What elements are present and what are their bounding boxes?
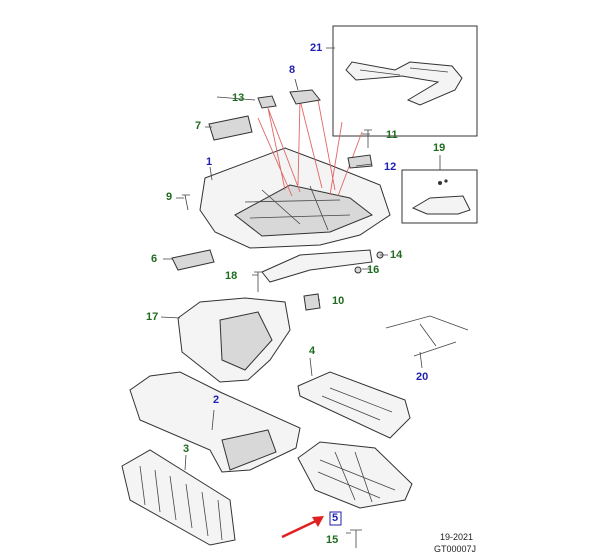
callout-13[interactable]: 13: [232, 92, 245, 104]
part-11-shape: [364, 129, 372, 148]
part-17-housing: [177, 297, 291, 383]
callout-6[interactable]: 6: [151, 253, 158, 265]
callout-20[interactable]: 20: [416, 371, 429, 383]
callout-16[interactable]: 16: [367, 264, 380, 276]
callout-14[interactable]: 14: [390, 249, 403, 261]
part-8-shape: [289, 89, 321, 105]
inset-box-19: [401, 169, 478, 224]
part-9-shape: [182, 194, 190, 211]
part-15-shape: [350, 529, 362, 548]
callout-12[interactable]: 12: [384, 161, 397, 173]
callout-4[interactable]: 4: [309, 345, 316, 357]
callout-19[interactable]: 19: [433, 142, 446, 154]
callout-9[interactable]: 9: [166, 191, 173, 203]
callout-1[interactable]: 1: [206, 156, 213, 168]
seat-frame-part: [199, 147, 391, 249]
part-3-grille: [121, 449, 236, 546]
callout-11[interactable]: 11: [386, 129, 398, 141]
highlight-arrow: [281, 516, 324, 539]
callout-leaders: [160, 47, 441, 534]
part-2-cover: [129, 371, 301, 473]
part-20-shape: [385, 315, 469, 357]
part-7-shape: [208, 115, 253, 141]
callout-10[interactable]: 10: [332, 295, 345, 307]
footer-date: 19-2021: [440, 532, 474, 542]
callout-21[interactable]: 21: [310, 42, 323, 54]
footer-code: GT00007J: [434, 544, 477, 554]
callout-18[interactable]: 18: [225, 270, 238, 282]
callout-5[interactable]: 5: [332, 512, 339, 524]
callout-8[interactable]: 8: [289, 64, 296, 76]
callout-15[interactable]: 15: [326, 534, 339, 546]
callout-5-box: [329, 511, 342, 526]
callout-7[interactable]: 7: [195, 120, 202, 132]
part-10-shape: [303, 293, 321, 311]
part-4-panel: [297, 371, 411, 439]
part-5-mesh: [297, 441, 413, 509]
seat-rail-shape: [261, 249, 373, 283]
inset-box-21: [332, 25, 478, 137]
part-12-shape: [347, 154, 373, 169]
part-6-shape: [171, 249, 215, 271]
callout-3[interactable]: 3: [183, 443, 190, 455]
callout-17[interactable]: 17: [146, 311, 159, 323]
callout-2[interactable]: 2: [213, 394, 220, 406]
part-16-shape: [354, 266, 362, 274]
part-13-shape: [257, 95, 277, 109]
